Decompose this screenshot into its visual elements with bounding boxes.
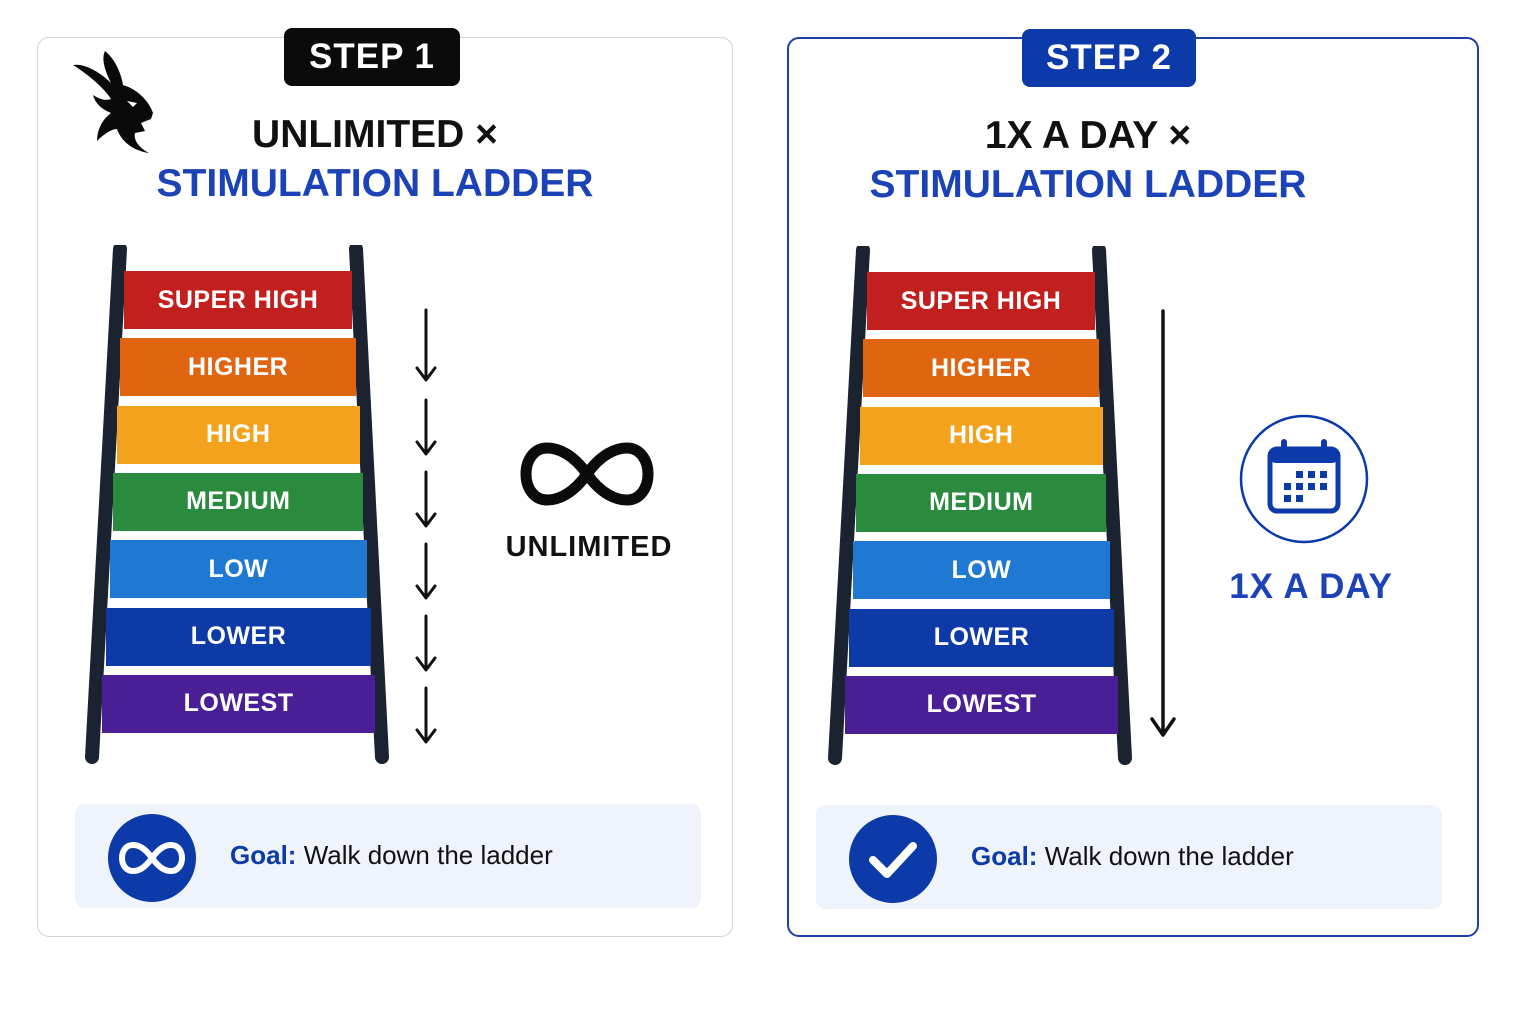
goal-key: Goal:	[971, 841, 1038, 871]
step1-side-label: UNLIMITED	[505, 531, 673, 563]
rung-super-high: SUPER HIGH	[124, 271, 352, 329]
goal-description: Walk down the ladder	[303, 840, 553, 870]
rung-medium: MEDIUM	[113, 472, 364, 531]
rung-lower: LOWER	[849, 608, 1114, 667]
step1-goal-text: Goal: Walk down the ladder	[230, 840, 553, 871]
ladder-left-rail	[828, 246, 870, 765]
rabbit-logo-icon	[73, 51, 153, 153]
ladder-left-rail	[85, 245, 127, 764]
rung-high: HIGH	[859, 406, 1103, 465]
ladder-rails	[828, 246, 1132, 765]
step1-title-line2: STIMULATION LADDER	[156, 162, 594, 205]
goal-key: Goal:	[230, 840, 297, 870]
step1-panel: STEP 1 UNLIMITED × STIMULATION LADDER SU…	[37, 28, 733, 937]
calendar-icon	[1239, 414, 1369, 544]
rung-low: LOW	[852, 541, 1111, 600]
checkmark-circle-icon	[849, 815, 937, 903]
step2-long-down-arrow	[1150, 309, 1176, 737]
step1-ladder: SUPER HIGH HIGHER HIGH MEDIUM LOW LOWER LOWEST	[84, 245, 394, 765]
ladder-right-rail	[1092, 246, 1132, 765]
step1-goal-box: Goal: Walk down the ladder	[75, 804, 701, 908]
step2-title-line2: STIMULATION LADDER	[869, 163, 1307, 206]
rung-lowest: LOWEST	[102, 674, 375, 733]
step2-goal-text: Goal: Walk down the ladder	[971, 841, 1294, 872]
ladder-right-rail	[349, 245, 389, 764]
step2-side-label: 1X A DAY	[1229, 567, 1393, 606]
rung-low: LOW	[109, 540, 368, 599]
step2-panel: STEP 2 1X A DAY × STIMULATION LADDER SUP…	[787, 29, 1479, 937]
step2-title-line1: 1X A DAY ×	[984, 114, 1192, 157]
ladder-rails	[85, 245, 389, 764]
rung-higher: HIGHER	[863, 339, 1099, 398]
rung-lower: LOWER	[106, 607, 371, 666]
rung-super-high: SUPER HIGH	[867, 272, 1095, 330]
infinity-circle-icon	[108, 814, 196, 902]
rung-lowest: LOWEST	[845, 675, 1118, 734]
step1-badge: STEP 1	[284, 28, 460, 86]
step2-badge: STEP 2	[1022, 29, 1196, 87]
step1-title-line1: UNLIMITED ×	[252, 113, 498, 156]
step2-goal-box: Goal: Walk down the ladder	[816, 805, 1442, 909]
rung-high: HIGH	[116, 405, 360, 464]
step1-down-arrows	[415, 308, 437, 744]
step2-ladder: SUPER HIGH HIGHER HIGH MEDIUM LOW LOWER LOWEST	[827, 246, 1137, 766]
rung-higher: HIGHER	[120, 338, 356, 397]
rung-medium: MEDIUM	[856, 473, 1107, 532]
infinity-icon	[520, 442, 654, 506]
goal-description: Walk down the ladder	[1044, 841, 1294, 871]
